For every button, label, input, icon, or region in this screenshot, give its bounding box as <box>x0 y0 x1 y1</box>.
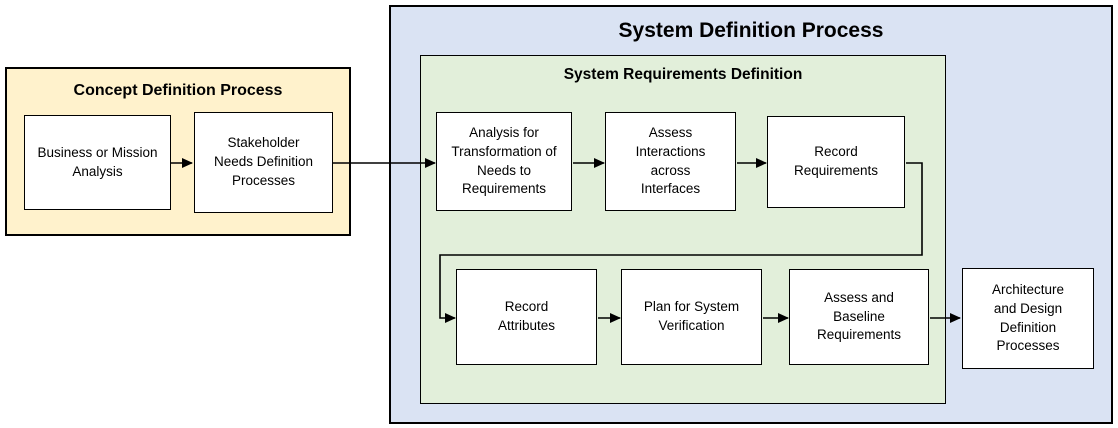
system-process-title: System Definition Process <box>618 19 884 42</box>
concept-definition-process-container: Concept Definition Process Business or M… <box>5 67 351 236</box>
node-stakeholder-needs-definition-processes: Stakeholder Needs Definition Processes <box>194 112 333 213</box>
node-business-or-mission-analysis: Business or Mission Analysis <box>24 115 171 210</box>
node-plan-for-system-verification: Plan for System Verification <box>621 269 762 365</box>
node-assess-interactions-across-interfaces: Assess Interactions across Interfaces <box>605 112 736 211</box>
requirements-group-title: System Requirements Definition <box>563 66 803 83</box>
system-requirements-definition-container: System Requirements Definition Analysis … <box>420 55 946 404</box>
node-record-attributes: Record Attributes <box>456 269 597 365</box>
node-architecture-and-design-definition-processes: Architecture and Design Definition Proce… <box>962 268 1094 369</box>
node-analysis-for-transformation: Analysis for Transformation of Needs to … <box>436 112 572 211</box>
node-assess-and-baseline-requirements: Assess and Baseline Requirements <box>789 269 929 365</box>
concept-process-title: Concept Definition Process <box>73 82 283 99</box>
system-definition-process-container: System Definition Process System Require… <box>389 5 1113 424</box>
node-record-requirements: Record Requirements <box>767 116 905 208</box>
